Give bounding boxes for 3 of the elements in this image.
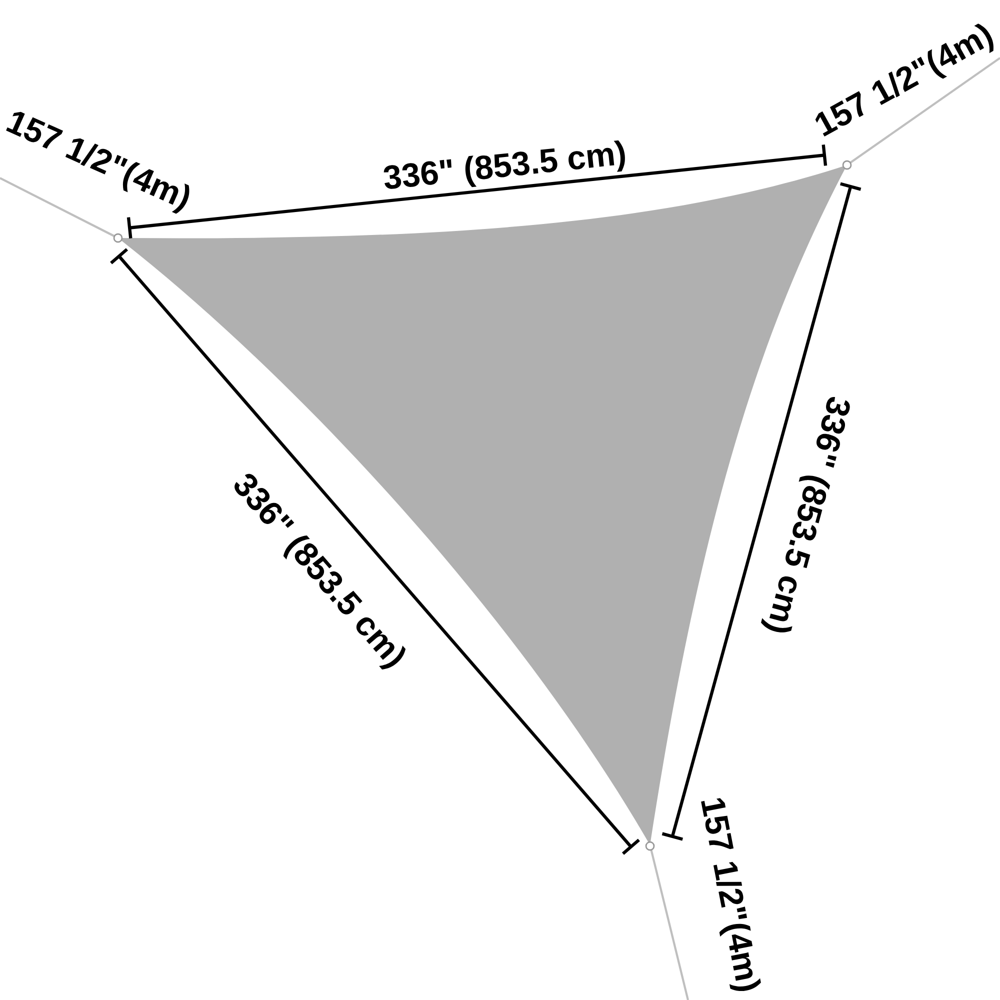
dimension-label: 336" (853.5 cm) — [761, 397, 850, 632]
dimension-label: 336" (853.5 cm) — [384, 140, 625, 189]
dimension-label: 157 1/2"(4m) — [701, 798, 761, 992]
